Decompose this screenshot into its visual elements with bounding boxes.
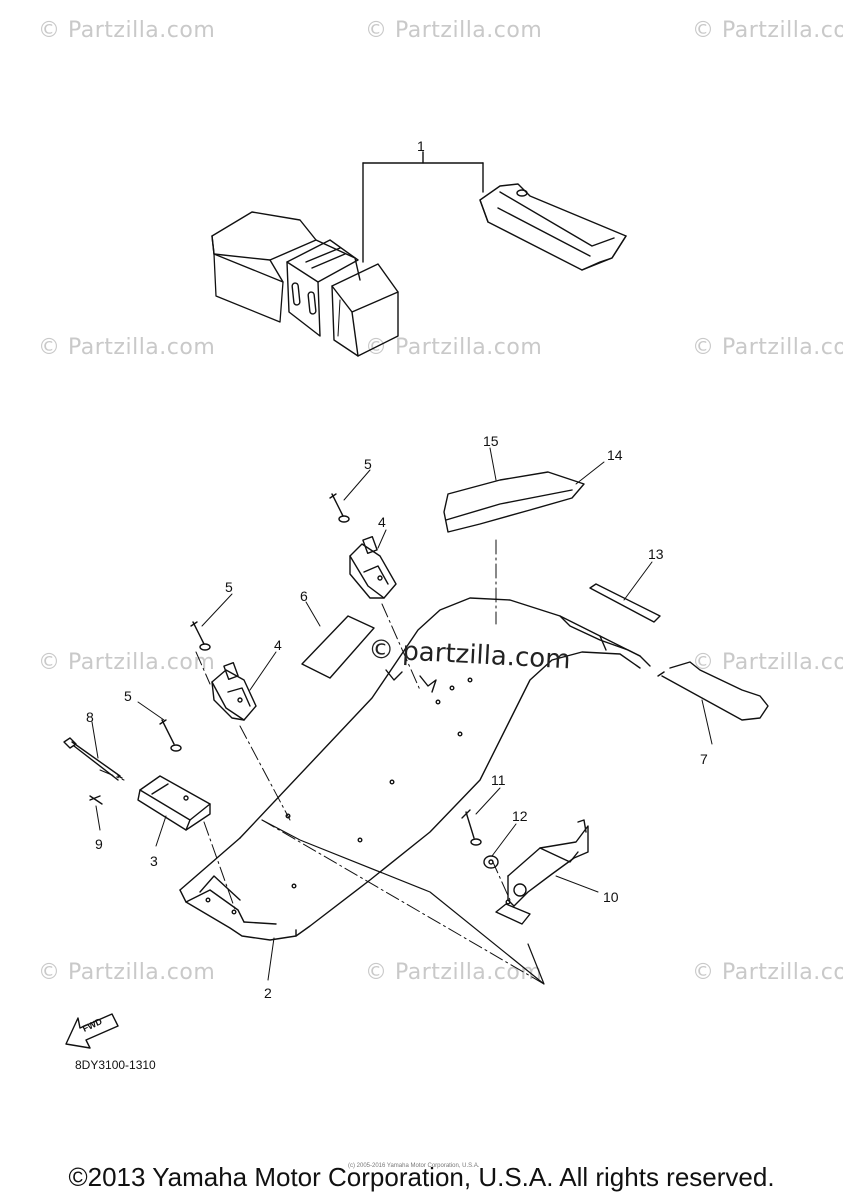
- callout-1: 1: [417, 138, 425, 154]
- watermark: © Partzilla.com: [692, 335, 843, 360]
- callout-4: 4: [378, 514, 386, 530]
- watermark: © Partzilla.com: [38, 960, 216, 985]
- part-4-clip-lower: [212, 663, 256, 720]
- part-9-pin: [90, 796, 102, 804]
- callout-9: 9: [95, 836, 103, 852]
- part-12-nut: [484, 856, 498, 868]
- part-1-toolkit-bracket: [363, 152, 483, 262]
- fwd-arrow-icon: [66, 1014, 118, 1048]
- part-5-screw-middle: [191, 622, 210, 650]
- callout-7: 7: [700, 751, 708, 767]
- watermark: © Partzilla.com: [365, 960, 543, 985]
- callout-8: 8: [86, 709, 94, 725]
- part-1-toolkit-pouch: [480, 184, 626, 270]
- callout-15: 15: [483, 433, 499, 449]
- part-2-rear-flap: [180, 598, 650, 940]
- watermark: © Partzilla.com: [365, 18, 543, 43]
- callout-3: 3: [150, 853, 158, 869]
- watermark: © Partzilla.com: [38, 335, 216, 360]
- callout-12: 12: [512, 808, 528, 824]
- copyright-footer: ©2013 Yamaha Motor Corporation, U.S.A. A…: [68, 1162, 775, 1192]
- callout-10: 10: [603, 889, 619, 905]
- part-5-screw-lower: [160, 720, 181, 751]
- part-14-15-decal: [444, 472, 584, 532]
- callout-4: 4: [274, 637, 282, 653]
- callout-5: 5: [364, 456, 372, 472]
- part-1-toolkit-case: [212, 212, 398, 356]
- part-2-bottom-line: [262, 820, 544, 984]
- part-6-label: [302, 616, 374, 678]
- watermark: © Partzilla.com: [38, 650, 216, 675]
- watermark: © Partzilla.com: [692, 960, 843, 985]
- callout-6: 6: [300, 588, 308, 604]
- callout-2: 2: [264, 985, 272, 1001]
- part-3-bracket: [138, 776, 210, 830]
- callout-13: 13: [648, 546, 664, 562]
- part-4-clip-upper: [350, 537, 396, 598]
- callout-5: 5: [225, 579, 233, 595]
- part-11-screw: [462, 810, 481, 845]
- part-8-bolt: [64, 738, 122, 780]
- part-5-screw-upper: [330, 494, 349, 522]
- leader-lines: [92, 448, 712, 980]
- watermark: © Partzilla.com: [38, 18, 216, 43]
- part-13-strip: [590, 584, 660, 622]
- watermark: © Partzilla.com: [692, 18, 843, 43]
- watermark: © Partzilla.com: [692, 650, 843, 675]
- callout-14: 14: [607, 447, 623, 463]
- callout-5: 5: [124, 688, 132, 704]
- watermark: © Partzilla.com: [365, 335, 543, 360]
- small-copyright: (c) 2005-2016 Yamaha Motor Corporation, …: [348, 1163, 480, 1169]
- part-10-holder: [496, 820, 588, 924]
- diagram-code: 8DY3100-1310: [75, 1058, 156, 1072]
- callout-11: 11: [491, 772, 506, 788]
- part-7-rod: [658, 662, 768, 720]
